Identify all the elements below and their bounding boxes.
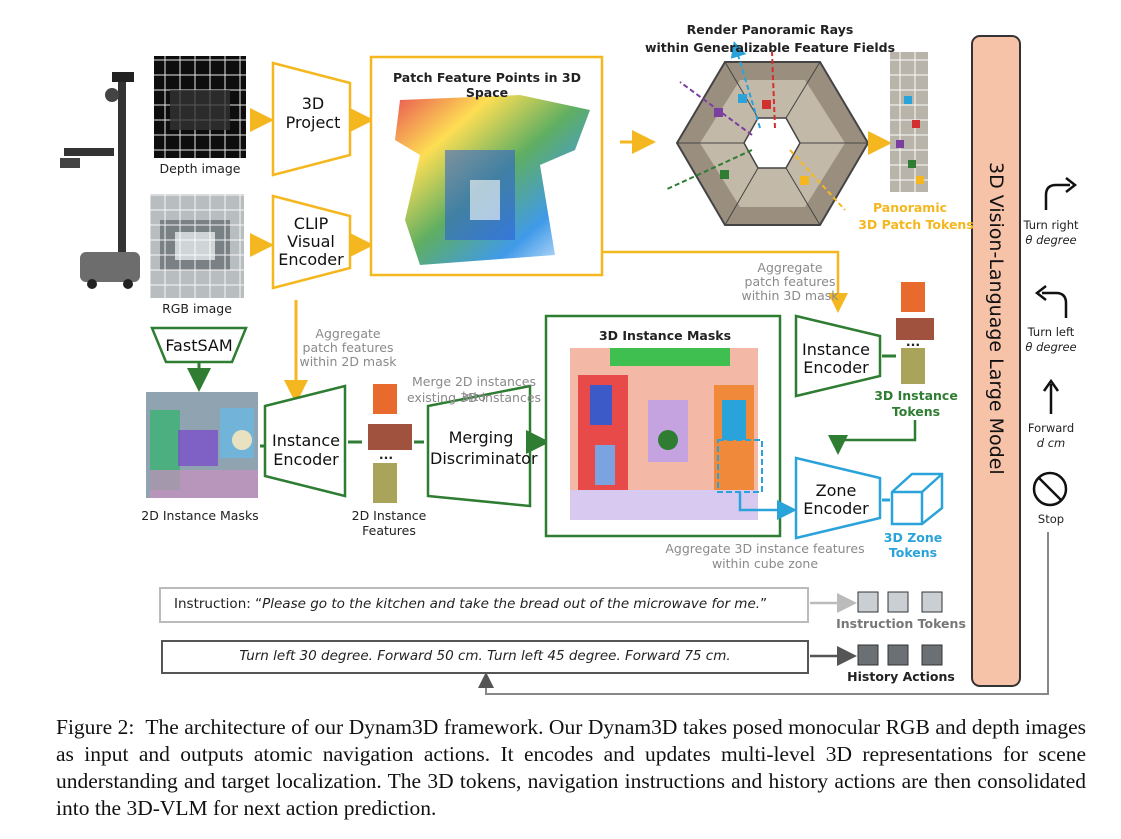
- instance-features-2d: [368, 384, 412, 503]
- vlm-label: 3D Vision-Language Large Model: [985, 162, 1007, 475]
- depth-image-label: Depth image: [159, 161, 241, 176]
- features-2d-label-2: Features: [362, 523, 416, 538]
- forward-icon: [1042, 378, 1060, 414]
- agg-2d-note-3: within 2D mask: [299, 354, 397, 369]
- zone-cube-icon: [890, 472, 944, 526]
- turn-right-icon: [1044, 177, 1078, 210]
- turn-left-label-2: θ degree: [1025, 340, 1077, 354]
- turn-left-icon: [1034, 285, 1068, 318]
- rgb-image-label: RGB image: [162, 301, 232, 316]
- agg-2d-note-1: Aggregate: [315, 326, 381, 341]
- masks-2d-label: 2D Instance Masks: [141, 508, 259, 523]
- instruction-body: Please go to the kitchen and take the br…: [262, 596, 761, 612]
- turn-left-label-1: Turn left: [1027, 325, 1075, 339]
- agg-3d-note-3: within 3D mask: [741, 288, 839, 303]
- agg-2d-note-2: patch features: [302, 340, 394, 355]
- panoramic-token-strip: [890, 52, 928, 192]
- history-token-squares: [857, 644, 943, 666]
- instance-encoder-a-block: [794, 314, 882, 398]
- turn-right-label-2: θ degree: [1025, 233, 1077, 247]
- robot-illustration: [60, 72, 140, 289]
- clip-label-2: Visual: [287, 232, 335, 251]
- instance-masks-3d-image: [570, 348, 763, 520]
- panoramic-hexagon: [664, 41, 870, 226]
- instance-tokens-label-2: Tokens: [891, 404, 941, 419]
- instruction-text: Instruction: “Please go to the kitchen a…: [174, 596, 804, 612]
- history-text: Turn left 30 degree. Forward 50 cm. Turn…: [239, 648, 731, 664]
- instance-encoder-b-label-2: Encoder: [273, 450, 339, 469]
- features-2d-ellipsis: ...: [378, 447, 394, 462]
- agg-3d-note-2: patch features: [744, 274, 836, 289]
- stop-label: Stop: [1037, 512, 1065, 526]
- zone-encoder-label-2: Encoder: [803, 499, 869, 518]
- rgb-image: [150, 194, 244, 298]
- merging-discriminator-block: [426, 384, 532, 508]
- zone-tokens-label: 3D Zone Tokens: [883, 530, 943, 560]
- caption-text: The architecture of our Dynam3D framewor…: [56, 715, 1086, 820]
- project-3d-label-2: Project: [285, 113, 341, 132]
- clip-label-3: Encoder: [278, 250, 344, 269]
- turn-right-label-1: Turn right: [1023, 218, 1079, 232]
- forward-label-1: Forward: [1027, 421, 1075, 435]
- fastsam-label: FastSAM: [165, 336, 233, 355]
- merging-label-1: Merging: [448, 428, 514, 447]
- instance-encoder-a-label-1: Instance: [801, 340, 871, 359]
- merge-note-1: Merge 2D instances into: [411, 374, 536, 404]
- instruction-prefix: Instruction: “: [174, 596, 263, 612]
- instruction-tokens-label: Instruction Tokens: [836, 616, 966, 631]
- fastsam-block: [150, 326, 248, 364]
- agg-3d-note-1: Aggregate: [757, 260, 823, 275]
- instance-tokens-ellipsis: ...: [905, 334, 921, 349]
- render-title-line1: Render Panoramic Rays: [686, 22, 854, 37]
- instance-encoder-a-label-2: Encoder: [803, 358, 869, 377]
- forward-label-2: d cm: [1036, 436, 1066, 450]
- project-3d-label-1: 3D: [301, 94, 325, 113]
- merge-note-2: existing 3D instances: [406, 390, 542, 405]
- clip-label-1: CLIP: [293, 214, 329, 233]
- stop-icon: [1032, 471, 1068, 507]
- agg-zone-note-2: within cube zone: [711, 556, 819, 571]
- zone-encoder-label-1: Zone: [815, 481, 857, 500]
- agg-zone-note-1: Aggregate 3D instance features: [665, 541, 865, 556]
- instance-masks-2d-image: [146, 392, 258, 498]
- project-3d-block: [271, 61, 352, 177]
- vlm-block: [971, 35, 1021, 687]
- instance-tokens-thumbs: [896, 282, 934, 384]
- instance-encoder-b-label-1: Instance: [271, 431, 341, 450]
- history-box: [161, 640, 809, 674]
- figure-caption: Figure 2: The architecture of our Dynam3…: [56, 714, 1086, 822]
- patch-points-title: Patch Feature Points in 3D Space: [392, 70, 582, 100]
- instruction-suffix: ”: [760, 596, 768, 612]
- instruction-token-squares: [857, 591, 943, 613]
- instance-masks-3d-title: 3D Instance Masks: [598, 328, 732, 343]
- merging-label-2: Discriminator: [430, 449, 538, 468]
- render-title-line2: within Generalizable Feature Fields: [644, 40, 896, 55]
- instruction-box: [159, 587, 809, 623]
- zone-encoder-block: [794, 456, 882, 540]
- clip-encoder-block: [271, 194, 352, 290]
- depth-image: [154, 56, 246, 158]
- pano-tokens-label-1: Panoramic: [872, 200, 948, 215]
- history-actions-label: History Actions: [847, 669, 955, 684]
- instance-encoder-b-block: [263, 384, 347, 498]
- features-2d-label-1: 2D Instance: [351, 508, 427, 523]
- instance-tokens-label-1: 3D Instance: [874, 388, 958, 403]
- pano-tokens-label-2: 3D Patch Tokens: [858, 217, 974, 232]
- architecture-diagram: [60, 35, 1078, 695]
- caption-prefix: Figure 2:: [56, 715, 135, 739]
